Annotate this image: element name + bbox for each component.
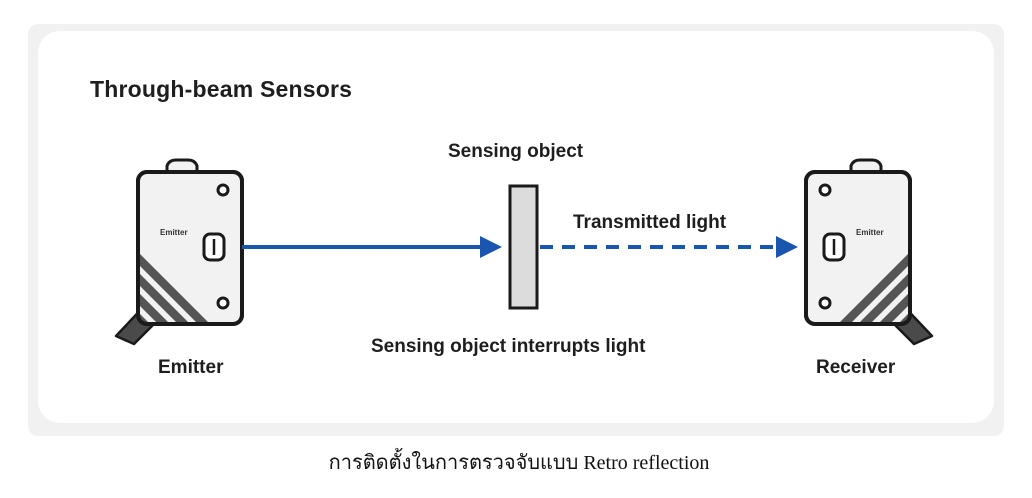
interrupt-label: Sensing object interrupts light <box>371 336 646 357</box>
emitter-device: Emitter <box>114 158 244 346</box>
emitter-top-bump <box>165 158 199 175</box>
emitter-device-text: Emitter <box>160 228 188 237</box>
sensing-object-label: Sensing object <box>448 141 584 162</box>
receiver-top-bump <box>849 158 883 175</box>
emitter-screw-top <box>216 183 230 197</box>
emitted-beam-arrowhead <box>480 236 502 258</box>
emitter-screw-bottom <box>216 296 230 310</box>
receiver-screw-top <box>818 183 832 197</box>
receiver-device: Emitter <box>804 158 934 346</box>
transmitted-light-label: Transmitted light <box>573 212 727 233</box>
transmitted-beam-arrowhead <box>776 236 798 258</box>
receiver-stripes <box>836 252 910 324</box>
receiver-screw-bottom <box>818 296 832 310</box>
diagram-title: Through-beam Sensors <box>90 76 353 102</box>
figure-caption: การติดตั้งในการตรวจจับแบบ Retro reflecti… <box>328 452 710 474</box>
receiver-device-text: Emitter <box>856 228 884 237</box>
emitter-label: Emitter <box>158 357 224 378</box>
sensing-object <box>508 184 539 310</box>
receiver-label: Receiver <box>816 357 896 378</box>
